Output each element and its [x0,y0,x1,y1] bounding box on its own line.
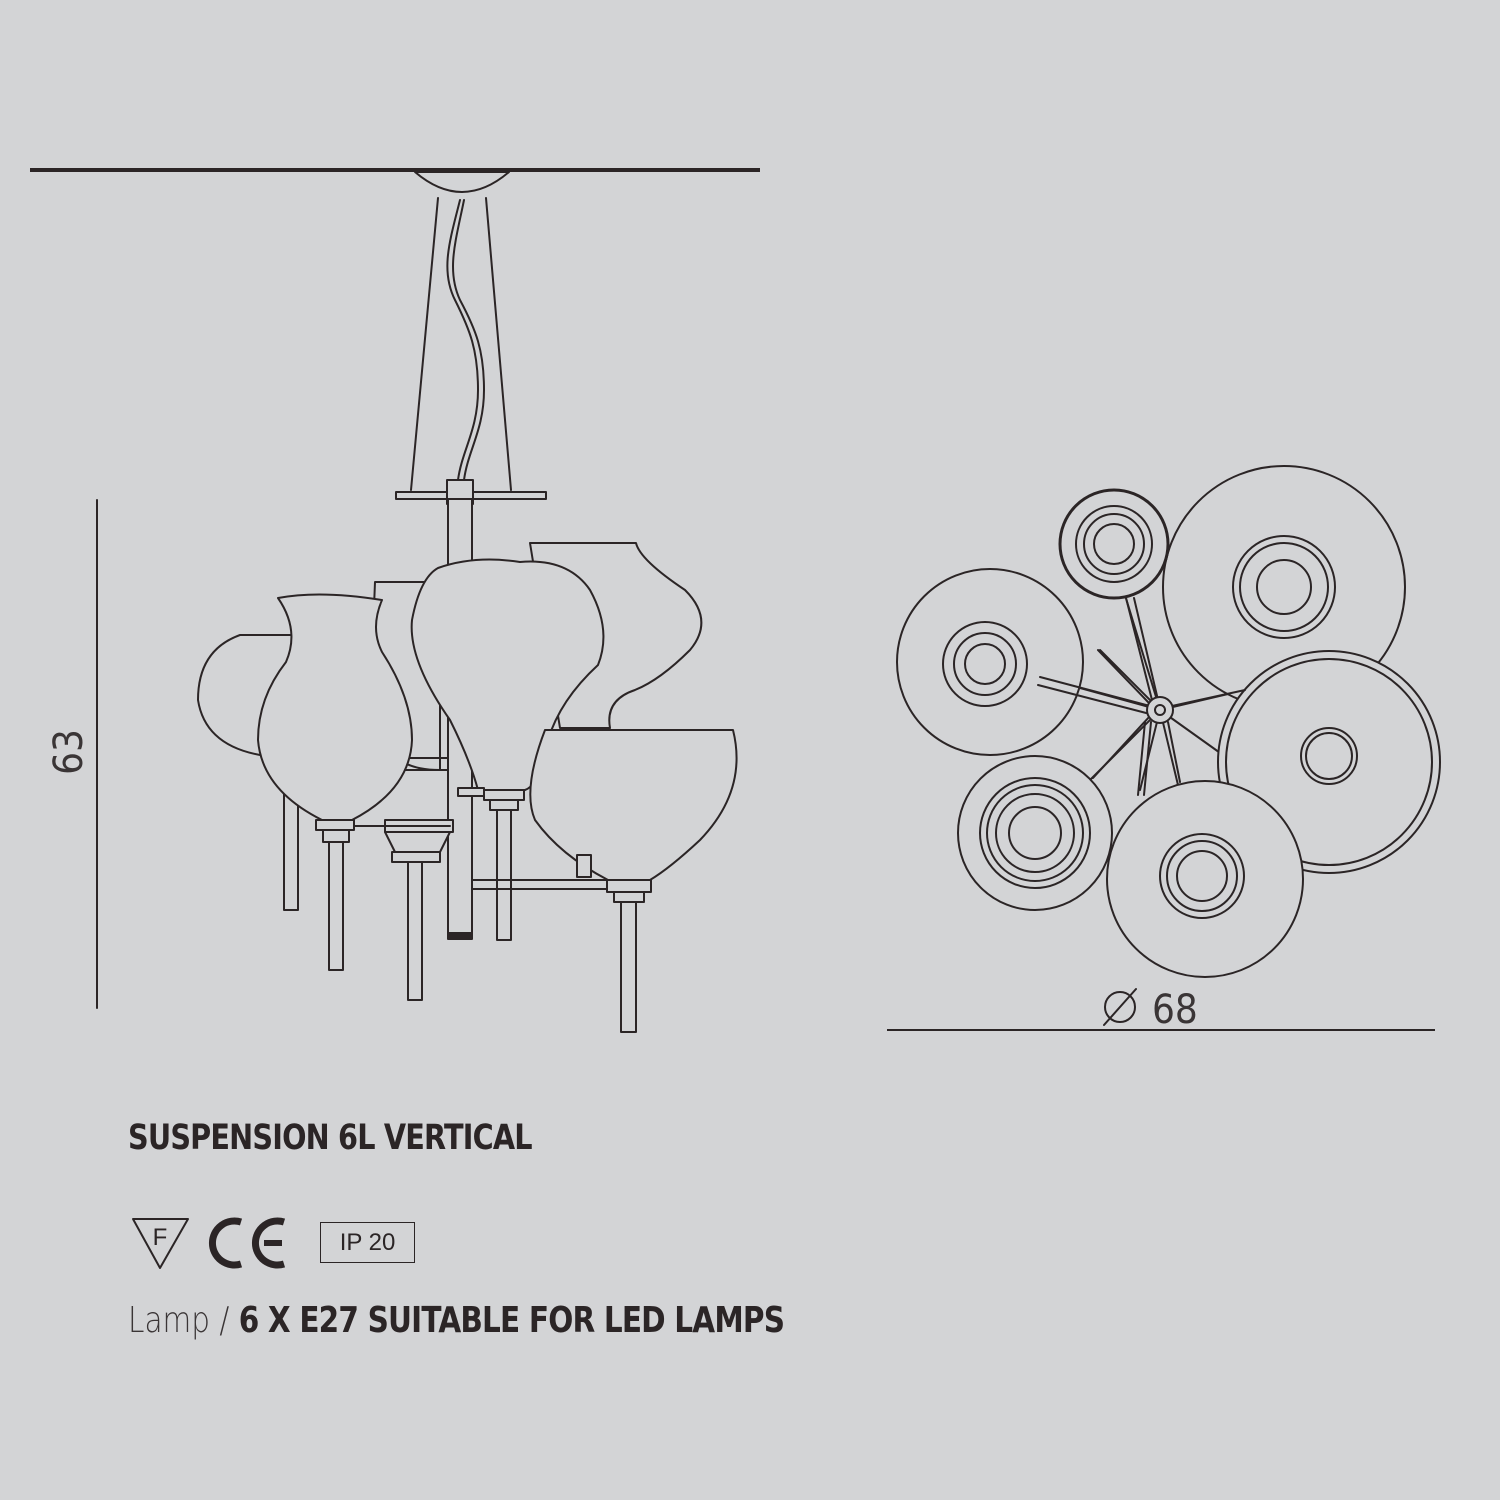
plan-center-hub [1146,696,1174,724]
plan-shade-bottom-left [957,755,1113,911]
suspension-rod-left [410,197,439,491]
ip-rating-badge: IP 20 [320,1222,415,1263]
diameter-symbol-icon [1103,988,1137,1026]
lamp-spec: Lamp / 6 X E27 SUITABLE FOR LED LAMPS [128,1300,785,1341]
f-mark-icon: F [132,1218,189,1269]
top-plan-view: 68 [887,465,1441,1033]
suspension-rod-right [485,197,512,491]
power-cable [446,199,479,481]
ceiling-canopy [414,171,510,193]
side-elevation-view: 63 [30,168,760,1033]
lamp-label: Lamp [128,1300,211,1341]
shade-front-right [529,729,738,881]
plan-shade-left [896,568,1084,756]
diameter-dimension-label: 68 [1152,987,1198,1033]
lamp-spec-value: 6 X E27 SUITABLE FOR LED LAMPS [238,1300,785,1341]
svg-text:F: F [153,1224,168,1251]
ce-mark-icon [208,1217,286,1269]
height-dimension-label: 63 [46,729,92,775]
product-title: SUSPENSION 6L VERTICAL [128,1118,533,1158]
shade-front-left [257,593,413,821]
lamp-separator: / [210,1300,239,1341]
plan-shade-bottom-center [1106,780,1304,978]
